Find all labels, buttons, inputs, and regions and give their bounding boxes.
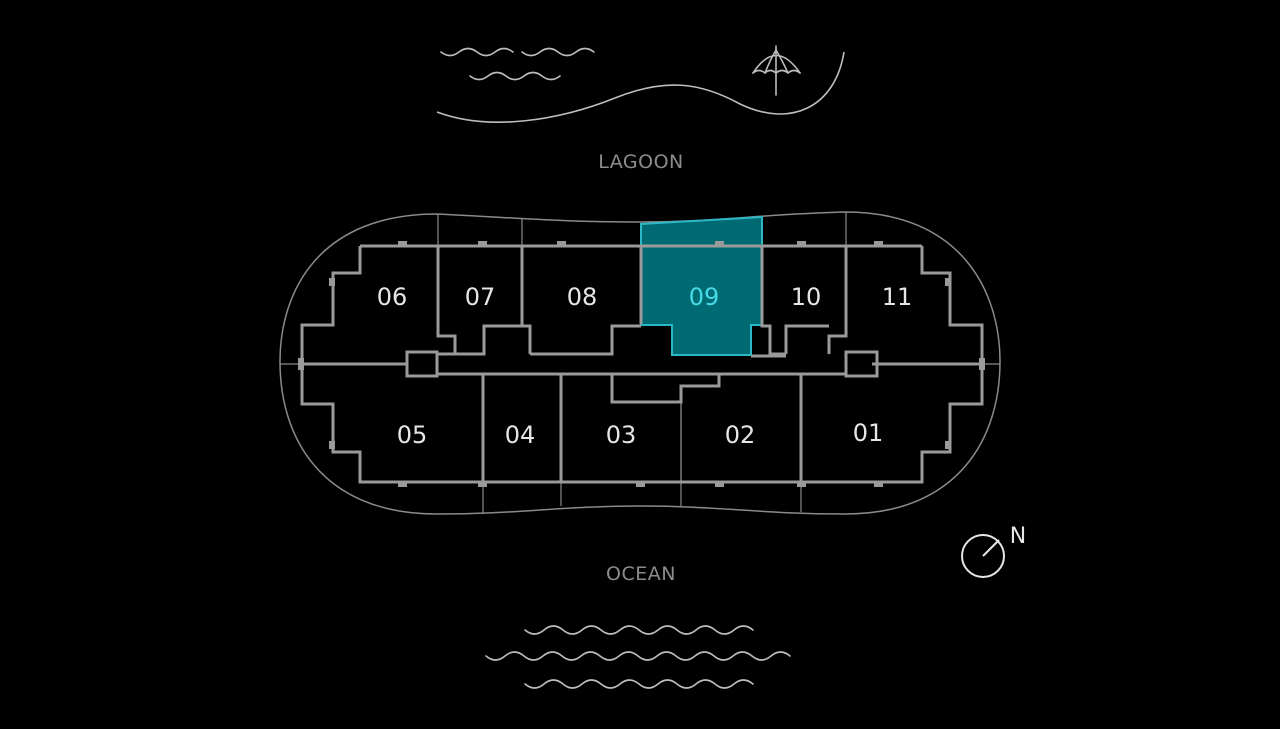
unit-01[interactable] (803, 378, 979, 480)
north-label: N (1010, 524, 1026, 549)
unit-label-08: 08 (567, 283, 598, 311)
north-compass-icon: N (961, 524, 1026, 578)
unit-label-01: 01 (853, 419, 884, 447)
unit-label-11: 11 (882, 283, 913, 311)
ocean-waves-icon (485, 625, 791, 689)
unit-02-walls (680, 373, 801, 482)
lagoon-waves-icon (440, 47, 595, 81)
unit-label-05: 05 (397, 421, 428, 449)
unit-11[interactable] (848, 248, 979, 352)
unit-label-06: 06 (377, 283, 408, 311)
unit-06[interactable] (305, 248, 436, 352)
unit-label-09: 09 (689, 283, 720, 311)
unit-label-03: 03 (606, 421, 637, 449)
lagoon-shoreline (436, 51, 845, 123)
ocean-label: OCEAN (606, 563, 676, 585)
unit-label-07: 07 (465, 283, 496, 311)
lagoon-label: LAGOON (598, 151, 684, 173)
wall-nubs (298, 241, 985, 487)
unit-labels: 06 07 08 09 10 11 05 04 03 02 01 (377, 283, 913, 449)
unit-label-10: 10 (791, 283, 822, 311)
unit-label-02: 02 (725, 421, 756, 449)
interior-walls (300, 244, 984, 484)
unit-label-04: 04 (505, 421, 536, 449)
unit-05[interactable] (305, 378, 481, 480)
beach-umbrella-icon (752, 45, 801, 96)
